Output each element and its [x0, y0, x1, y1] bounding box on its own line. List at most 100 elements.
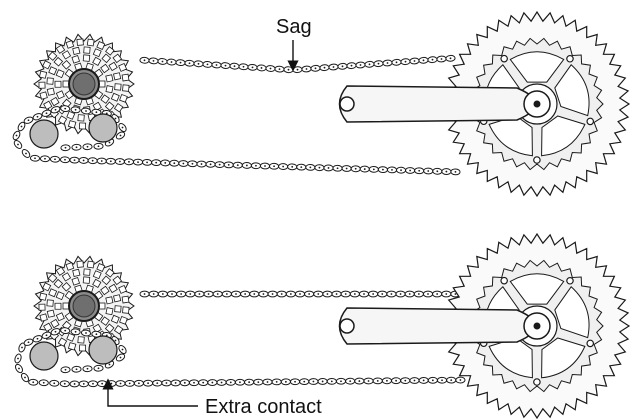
cassette-cog [55, 81, 61, 87]
cassette-cog [122, 296, 129, 303]
chainring-bolt [534, 379, 540, 385]
chain-pin [221, 382, 223, 384]
chain-pin [445, 171, 447, 173]
chain-pin [226, 293, 228, 295]
cassette-cog [47, 88, 54, 95]
cassette-cog [123, 85, 130, 92]
cassette-cog [123, 307, 130, 314]
chain-pin [395, 380, 397, 382]
chain-pin [192, 163, 194, 165]
chain-pin [308, 293, 310, 295]
chain-pin [342, 65, 344, 67]
chain-pin [115, 118, 117, 120]
chain-pin [219, 164, 221, 166]
chain-pin [441, 58, 443, 60]
chain-pin [441, 379, 443, 381]
chain-pin [400, 293, 402, 295]
chain-pin [336, 293, 338, 295]
cassette-cog [115, 306, 121, 312]
cassette-cog [84, 47, 90, 53]
chain-pin [285, 381, 287, 383]
chain-pin [55, 109, 57, 111]
chainring-bolt [567, 56, 573, 62]
chain-pin [368, 380, 370, 382]
chain-pin [264, 165, 266, 167]
cassette-cog [77, 39, 84, 46]
chain-pin [423, 380, 425, 382]
chain-pin [171, 293, 173, 295]
chain-pin [83, 160, 85, 162]
cassette-cog [47, 78, 53, 84]
chain-pin [396, 61, 398, 63]
derailleur-pulley [89, 336, 117, 364]
chain-pin [96, 333, 98, 335]
chain-pin [291, 166, 293, 168]
chain-pin [193, 382, 195, 384]
chain-pin [64, 159, 66, 161]
chain-pin [358, 380, 360, 382]
extra-contact-arrow [108, 384, 198, 406]
chain-pin [345, 293, 347, 295]
chain-pin [306, 68, 308, 70]
chain-pin [405, 61, 407, 63]
chain-pin [64, 383, 66, 385]
chain-pin [276, 381, 278, 383]
chain-pin [282, 166, 284, 168]
crank-bolt-center [534, 101, 541, 108]
drivetrain-taut-chain [14, 234, 629, 418]
chain-pin [387, 62, 389, 64]
chain-pin [455, 171, 457, 173]
chain-pin [364, 168, 366, 170]
chain-pin [18, 368, 20, 370]
chain-pin [261, 67, 263, 69]
cassette-cog [114, 73, 121, 80]
chain-pin [423, 59, 425, 61]
chainring-bolt [501, 55, 507, 61]
derailleur-pulley [30, 120, 58, 148]
chain-pin [303, 381, 305, 383]
chain-pin [322, 381, 324, 383]
chain-pin [354, 293, 356, 295]
chain-pin [96, 111, 98, 113]
cassette-cog [55, 303, 61, 309]
chain-pin [267, 381, 269, 383]
chain-pin [101, 160, 103, 162]
chain-pin [237, 164, 239, 166]
chain-pin [101, 383, 103, 385]
chain-pin [120, 357, 122, 359]
extra-contact-label: Extra contact [205, 396, 322, 418]
chain-pin [294, 381, 296, 383]
chain-pin [369, 63, 371, 65]
chain-pin [445, 293, 447, 295]
chain-pin [110, 383, 112, 385]
chain-pin [337, 167, 339, 169]
chain-pin [175, 382, 177, 384]
cassette-cog [106, 86, 113, 93]
chainring-bolt [534, 157, 540, 163]
chain-pin [189, 293, 191, 295]
cassette-cog [39, 71, 46, 78]
cassette-cog [68, 343, 75, 350]
chain-pin [373, 168, 375, 170]
chain-pin [137, 161, 139, 163]
chain-pin [65, 369, 67, 371]
chain-pin [182, 163, 184, 165]
chain-pin [436, 293, 438, 295]
cassette-cog [83, 277, 90, 284]
chain-pin [109, 364, 111, 366]
chain-pin [76, 146, 78, 148]
chain-pin [43, 382, 45, 384]
chain-pin [208, 293, 210, 295]
cassette-cog [39, 82, 45, 88]
chain-pin [210, 163, 212, 165]
chain-pin [313, 381, 315, 383]
crank-arm [340, 86, 537, 122]
chain-pin [37, 116, 39, 118]
chain-pin [144, 59, 146, 61]
cassette-cog [40, 92, 47, 99]
chain-pin [349, 380, 351, 382]
chain-pin [400, 169, 402, 171]
chain-pin [87, 146, 89, 148]
chain-pin [248, 381, 250, 383]
chain-pin [184, 382, 186, 384]
